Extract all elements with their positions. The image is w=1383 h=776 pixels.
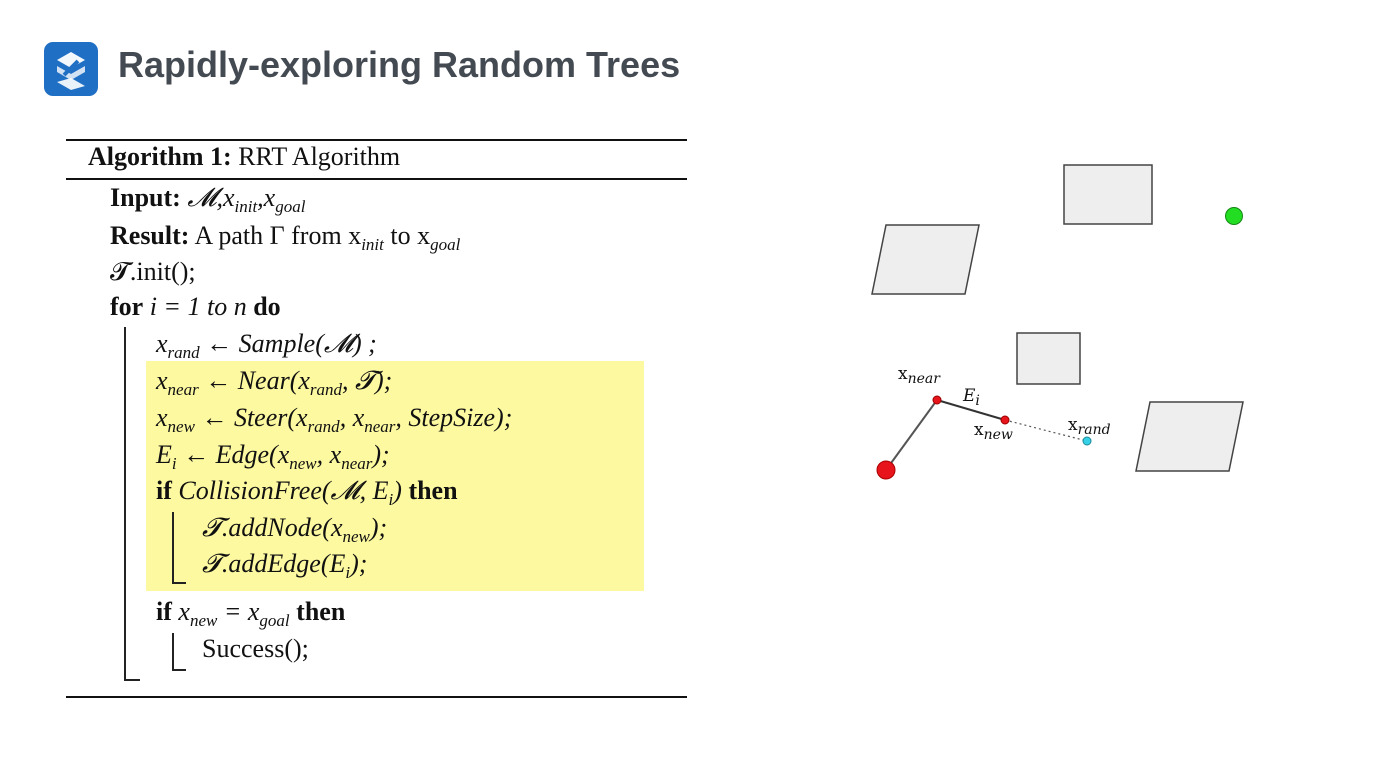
result-line: Result: A path Γ from xinit to xgoal (110, 221, 461, 254)
goal-block-bar (172, 633, 174, 669)
algorithm-box: Algorithm 1: RRT Algorithm Input: 𝓜,xini… (66, 139, 687, 699)
rrt-diagram: xnear Ei xnew xrand (860, 150, 1260, 500)
edge-ei (936, 399, 1006, 421)
s-logo-icon (44, 42, 98, 96)
obstacle-parallelogram-left (871, 224, 980, 295)
x-near-label: xnear (898, 364, 940, 387)
init-line: 𝓣.init(); (110, 257, 196, 286)
top-rule (66, 139, 687, 141)
start-node (876, 460, 896, 480)
sample-line: xrand ← Sample(𝓜) ; (156, 329, 377, 362)
tree-edge-start-near (885, 399, 938, 471)
addedge-line: 𝓣.addEdge(Ei); (202, 549, 368, 582)
edge-line: Ei ← Edge(xnew, xnear); (156, 440, 390, 473)
for-line: for i = 1 to n do (110, 292, 281, 321)
collision-if-line: if CollisionFree(𝓜, Ei) then (156, 476, 458, 509)
page-title: Rapidly-exploring Random Trees (118, 44, 681, 85)
bottom-rule (66, 696, 687, 698)
x-rand-label: xrand (1068, 415, 1111, 438)
x-new-label: xnew (974, 420, 1013, 443)
obstacle-parallelogram-right (1135, 401, 1244, 472)
addnode-line: 𝓣.addNode(xnew); (202, 513, 388, 546)
steer-line: xnew ← Steer(xrand, xnear, StepSize); (156, 403, 513, 436)
ei-label: Ei (963, 386, 980, 409)
if-block-bar (172, 512, 174, 582)
for-block-end (124, 679, 140, 681)
if-block-end (172, 582, 186, 584)
goal-node (1225, 207, 1243, 225)
obstacle-rect-middle (1016, 332, 1081, 385)
obstacle-rect-top (1063, 164, 1153, 225)
for-block-bar (124, 327, 126, 679)
x-near-node (932, 395, 942, 405)
x-rand-node (1082, 436, 1092, 446)
near-line: xnear ← Near(xrand, 𝓣); (156, 366, 393, 399)
algorithm-heading: Algorithm 1: RRT Algorithm (88, 142, 401, 171)
x-new-node (1000, 415, 1010, 425)
highlight-block (146, 361, 644, 591)
dotted-line-to-rand (1004, 419, 1088, 442)
goal-block-end (172, 669, 186, 671)
input-line: Input: 𝓜,xinit,xgoal (110, 183, 306, 216)
goal-if-line: if xnew = xgoal then (156, 597, 346, 630)
heading-rule (66, 178, 687, 180)
success-line: Success(); (202, 634, 309, 663)
